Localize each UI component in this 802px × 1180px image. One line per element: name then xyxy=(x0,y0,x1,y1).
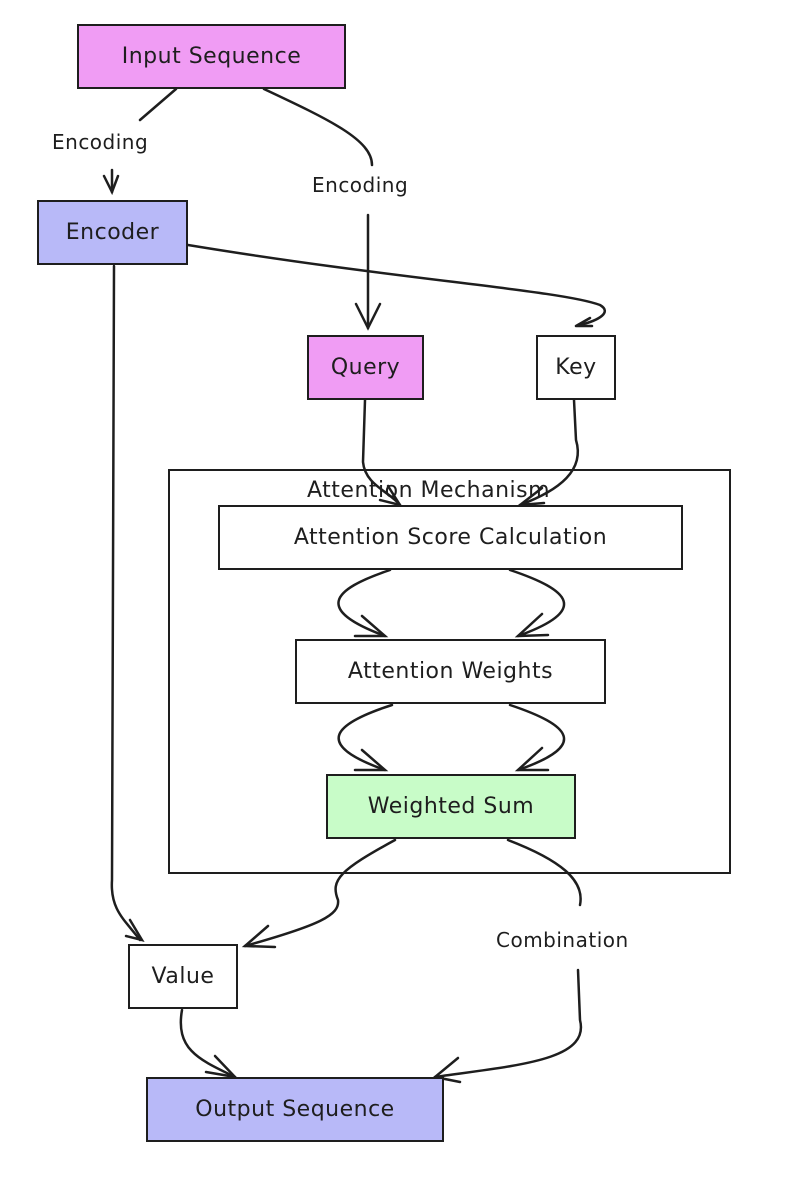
edge-score-weights-left xyxy=(337,568,392,638)
node-weighted-sum[interactable]: Weighted Sum xyxy=(326,774,576,839)
edge-label-encoding-right: Encoding xyxy=(310,173,411,197)
edge-label-encoding-left: Encoding xyxy=(50,130,151,154)
edge-sum-output xyxy=(433,838,583,1079)
arrowhead xyxy=(102,174,120,196)
edge-encoder-value xyxy=(110,264,142,942)
node-output-sequence[interactable]: Output Sequence xyxy=(146,1077,444,1142)
node-attention-weights[interactable]: Attention Weights xyxy=(295,639,606,704)
arrowhead xyxy=(124,918,145,942)
arrowhead xyxy=(353,614,389,638)
edge-label-combination: Combination xyxy=(494,928,631,952)
edge-input-encoder xyxy=(110,87,178,194)
arrowhead xyxy=(514,746,550,772)
arrowhead xyxy=(241,924,277,949)
group-title: Attention Mechanism xyxy=(307,478,551,503)
arrowhead xyxy=(353,748,389,772)
arrowhead xyxy=(514,612,550,638)
edge-sum-value xyxy=(243,838,397,948)
edge-key-score xyxy=(518,398,579,507)
node-attention-score[interactable]: Attention Score Calculation xyxy=(218,505,683,570)
edge-value-output xyxy=(179,1008,237,1079)
arrowhead xyxy=(204,1054,239,1079)
arrowhead xyxy=(574,316,594,328)
edge-weights-sum-left xyxy=(337,703,394,772)
edge-score-weights-right xyxy=(508,568,566,638)
edge-input-query xyxy=(262,87,374,330)
edge-weights-sum-right xyxy=(508,703,566,772)
node-encoder[interactable]: Encoder xyxy=(37,200,188,265)
node-query[interactable]: Query xyxy=(307,335,424,400)
node-key[interactable]: Key xyxy=(536,335,616,400)
node-value[interactable]: Value xyxy=(128,944,238,1009)
attention-mechanism-group xyxy=(168,469,731,874)
arrowhead xyxy=(354,302,382,331)
node-input-sequence[interactable]: Input Sequence xyxy=(77,24,346,89)
edge-encoder-key xyxy=(186,243,606,327)
